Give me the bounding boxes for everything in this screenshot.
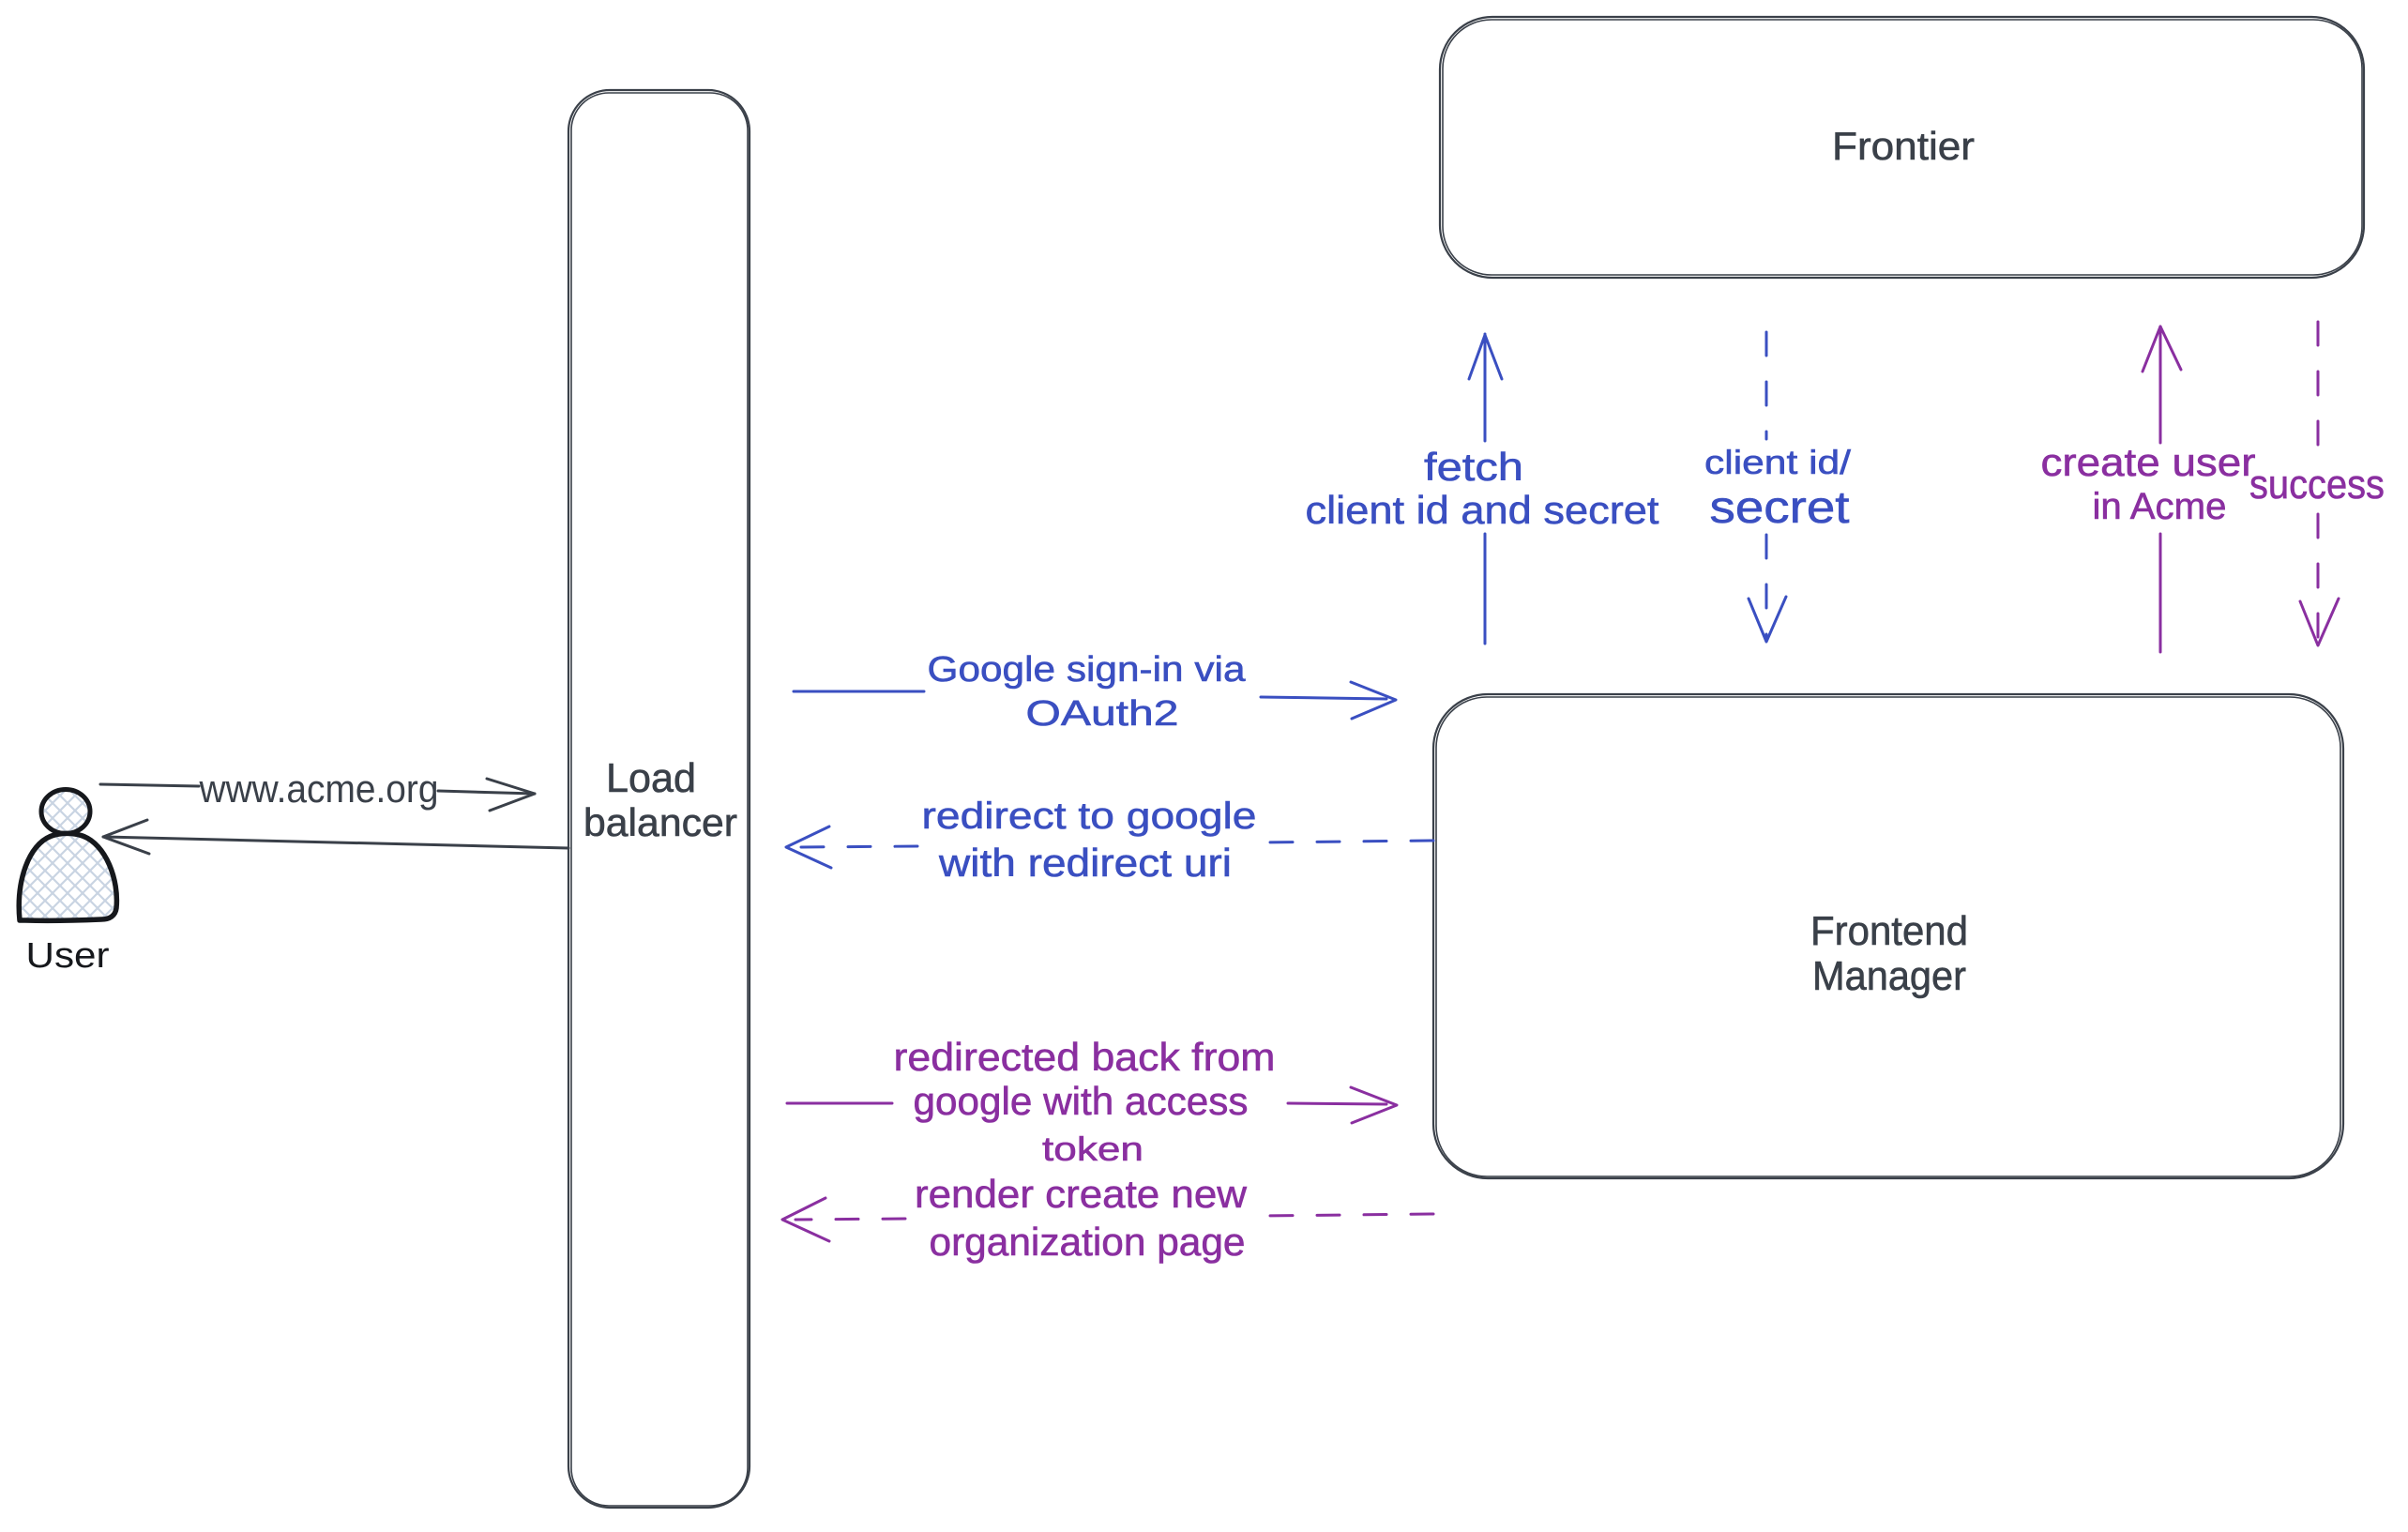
svg-text:with redirect uri: with redirect uri [938, 841, 1232, 885]
svg-text:Frontend: Frontend [1810, 908, 1968, 954]
svg-text:OAuth2: OAuth2 [1026, 694, 1179, 734]
svg-text:Load: Load [606, 755, 696, 801]
svg-text:balancer: balancer [583, 800, 737, 844]
svg-text:redirected back from: redirected back from [894, 1035, 1276, 1079]
svg-text:www.acme.org: www.acme.org [199, 766, 439, 811]
svg-text:fetch: fetch [1424, 445, 1523, 489]
svg-text:redirect to google: redirect to google [922, 796, 1257, 837]
svg-text:render create new: render create new [915, 1172, 1248, 1216]
svg-text:Google sign-in via: Google sign-in via [928, 650, 1247, 690]
svg-text:secret: secret [1710, 483, 1850, 533]
svg-text:in Acme: in Acme [2093, 486, 2227, 527]
svg-text:success: success [2249, 462, 2385, 508]
svg-text:Frontier: Frontier [1832, 124, 1975, 168]
svg-text:Manager: Manager [1812, 953, 1966, 999]
svg-text:organization page: organization page [930, 1220, 1246, 1264]
svg-text:google with access: google with access [914, 1079, 1249, 1123]
svg-text:User: User [26, 936, 110, 976]
svg-text:client id/: client id/ [1704, 443, 1851, 481]
svg-text:create user: create user [2041, 440, 2256, 484]
svg-text:token: token [1042, 1130, 1143, 1168]
svg-text:client id and secret: client id and secret [1306, 488, 1659, 532]
